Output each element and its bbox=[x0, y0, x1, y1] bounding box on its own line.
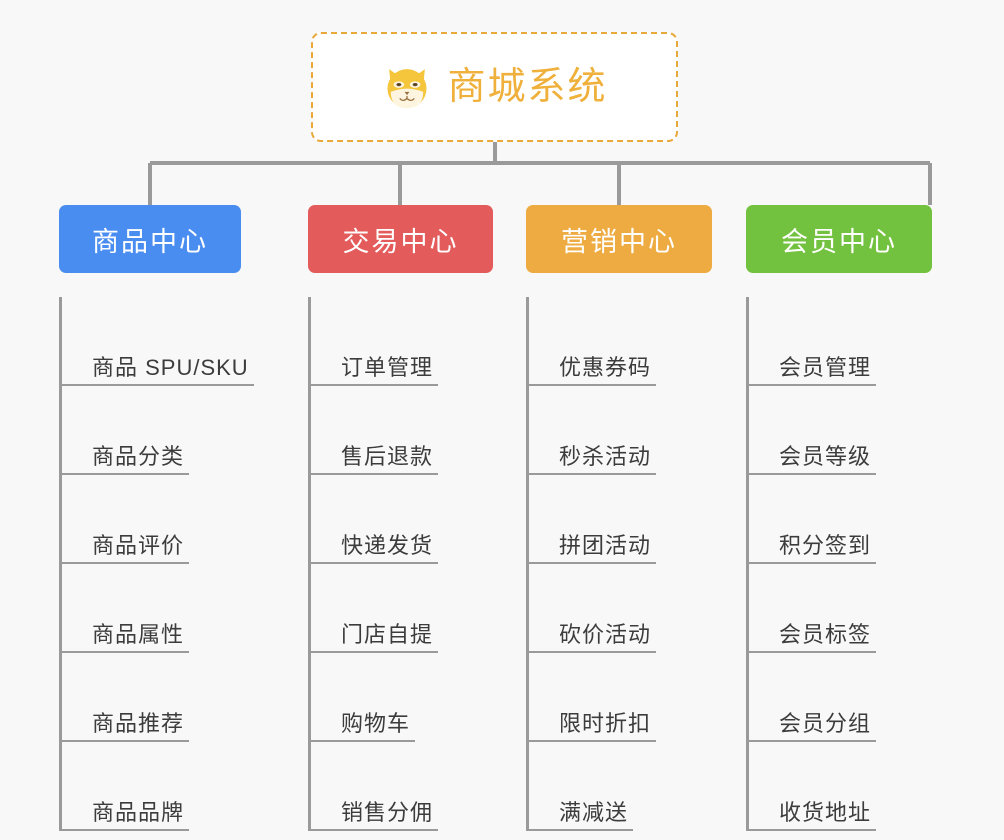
leaf-item[interactable]: 销售分佣 bbox=[311, 742, 493, 831]
leaf-underline bbox=[749, 473, 877, 475]
leaf-item[interactable]: 商品属性 bbox=[62, 564, 241, 653]
leaf-underline bbox=[62, 740, 190, 742]
leaf-label: 满减送 bbox=[559, 799, 629, 825]
leaf-label: 销售分佣 bbox=[341, 799, 434, 825]
column-3: 会员中心 会员管理会员等级积分签到会员标签会员分组收货地址 bbox=[746, 205, 932, 831]
leaf-underline bbox=[62, 651, 190, 653]
leaf-label: 商品品牌 bbox=[92, 799, 185, 825]
leaf-underline bbox=[529, 829, 634, 831]
leaf-underline bbox=[529, 384, 657, 386]
leaf-label: 收货地址 bbox=[779, 799, 872, 825]
leaf-label: 拼团活动 bbox=[559, 532, 652, 558]
leaf-underline bbox=[749, 384, 877, 386]
root-title: 商城系统 bbox=[447, 66, 608, 108]
leaf-underline bbox=[311, 740, 416, 742]
leaf-label: 订单管理 bbox=[341, 354, 434, 380]
leaf-list-3: 会员管理会员等级积分签到会员标签会员分组收货地址 bbox=[746, 297, 932, 831]
leaf-underline bbox=[749, 829, 877, 831]
leaf-label: 会员管理 bbox=[779, 354, 872, 380]
leaf-underline bbox=[62, 562, 190, 564]
leaf-item[interactable]: 会员分组 bbox=[749, 653, 932, 742]
leaf-underline bbox=[62, 473, 190, 475]
leaf-label: 售后退款 bbox=[341, 443, 434, 469]
leaf-underline bbox=[311, 562, 439, 564]
leaf-label: 快递发货 bbox=[341, 532, 434, 558]
leaf-item[interactable]: 商品品牌 bbox=[62, 742, 241, 831]
leaf-item[interactable]: 砍价活动 bbox=[529, 564, 712, 653]
leaf-label: 商品分类 bbox=[92, 443, 185, 469]
leaf-label: 砍价活动 bbox=[559, 621, 652, 647]
leaf-underline bbox=[529, 651, 657, 653]
category-header-1[interactable]: 交易中心 bbox=[308, 205, 493, 273]
leaf-label: 购物车 bbox=[341, 710, 411, 736]
leaf-item[interactable]: 商品评价 bbox=[62, 475, 241, 564]
leaf-list-1: 订单管理售后退款快递发货门店自提购物车销售分佣 bbox=[308, 297, 493, 831]
leaf-underline bbox=[749, 740, 877, 742]
leaf-underline bbox=[749, 651, 877, 653]
leaf-label: 会员标签 bbox=[779, 621, 872, 647]
leaf-label: 商品 SPU/SKU bbox=[92, 354, 249, 380]
shiba-dog-icon bbox=[381, 61, 433, 113]
leaf-underline bbox=[529, 473, 657, 475]
root-node[interactable]: 商城系统 bbox=[311, 32, 678, 142]
leaf-item[interactable]: 收货地址 bbox=[749, 742, 932, 831]
leaf-item[interactable]: 积分签到 bbox=[749, 475, 932, 564]
column-2: 营销中心 优惠券码秒杀活动拼团活动砍价活动限时折扣满减送 bbox=[526, 205, 712, 831]
leaf-underline bbox=[311, 829, 439, 831]
leaf-item[interactable]: 商品 SPU/SKU bbox=[62, 297, 254, 386]
leaf-label: 限时折扣 bbox=[559, 710, 652, 736]
leaf-item[interactable]: 满减送 bbox=[529, 742, 712, 831]
leaf-item[interactable]: 会员管理 bbox=[749, 297, 932, 386]
leaf-underline bbox=[311, 651, 439, 653]
leaf-list-0: 商品 SPU/SKU 商品分类商品评价商品属性商品推荐商品品牌 bbox=[59, 297, 254, 831]
leaf-label: 商品推荐 bbox=[92, 710, 185, 736]
leaf-label: 秒杀活动 bbox=[559, 443, 652, 469]
leaf-item[interactable]: 优惠券码 bbox=[529, 297, 712, 386]
leaf-item[interactable]: 订单管理 bbox=[311, 297, 493, 386]
leaf-item[interactable]: 商品分类 bbox=[62, 386, 241, 475]
leaf-underline bbox=[529, 562, 657, 564]
leaf-item[interactable]: 售后退款 bbox=[311, 386, 493, 475]
leaf-underline bbox=[311, 473, 439, 475]
leaf-item[interactable]: 门店自提 bbox=[311, 564, 493, 653]
leaf-label: 商品评价 bbox=[92, 532, 185, 558]
leaf-item[interactable]: 拼团活动 bbox=[529, 475, 712, 564]
category-header-0[interactable]: 商品中心 bbox=[59, 205, 241, 273]
leaf-item[interactable]: 商品推荐 bbox=[62, 653, 241, 742]
leaf-item[interactable]: 购物车 bbox=[311, 653, 493, 742]
leaf-label: 优惠券码 bbox=[559, 354, 652, 380]
leaf-underline bbox=[311, 384, 439, 386]
column-1: 交易中心 订单管理售后退款快递发货门店自提购物车销售分佣 bbox=[308, 205, 493, 831]
leaf-item[interactable]: 会员等级 bbox=[749, 386, 932, 475]
category-header-2[interactable]: 营销中心 bbox=[526, 205, 712, 273]
leaf-label: 会员等级 bbox=[779, 443, 872, 469]
leaf-item[interactable]: 限时折扣 bbox=[529, 653, 712, 742]
leaf-list-2: 优惠券码秒杀活动拼团活动砍价活动限时折扣满减送 bbox=[526, 297, 712, 831]
leaf-underline bbox=[62, 384, 254, 386]
leaf-label: 积分签到 bbox=[779, 532, 872, 558]
column-0: 商品中心 商品 SPU/SKU 商品分类商品评价商品属性商品推荐商品品牌 bbox=[59, 205, 254, 831]
leaf-item[interactable]: 会员标签 bbox=[749, 564, 932, 653]
leaf-item[interactable]: 秒杀活动 bbox=[529, 386, 712, 475]
leaf-label: 门店自提 bbox=[341, 621, 434, 647]
category-header-3[interactable]: 会员中心 bbox=[746, 205, 932, 273]
leaf-underline bbox=[62, 829, 190, 831]
leaf-label: 会员分组 bbox=[779, 710, 872, 736]
leaf-item[interactable]: 快递发货 bbox=[311, 475, 493, 564]
leaf-underline bbox=[529, 740, 657, 742]
leaf-label: 商品属性 bbox=[92, 621, 185, 647]
leaf-underline bbox=[749, 562, 877, 564]
